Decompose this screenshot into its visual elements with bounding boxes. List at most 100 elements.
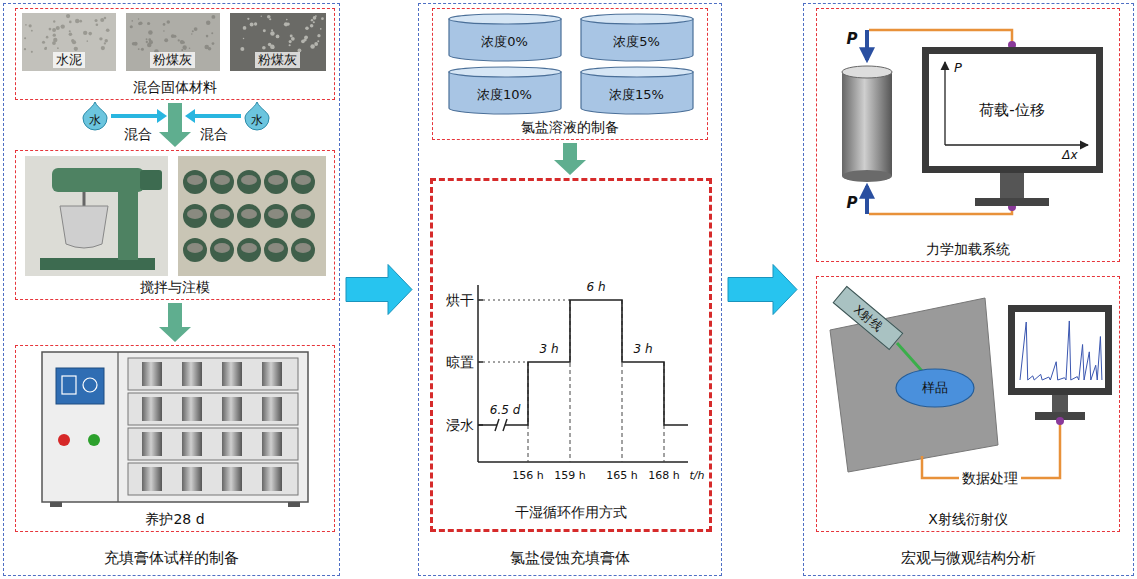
loading-rig	[865, 186, 869, 214]
material-photos	[29, 24, 32, 27]
material-photos	[130, 25, 133, 28]
curing-cabinet	[128, 428, 298, 460]
solution-beaker: 浓度0%	[448, 13, 562, 62]
solution-beaker-outline	[581, 14, 693, 24]
solution-beaker: 浓度10%	[448, 66, 562, 115]
duration-label-text: 3 h	[539, 342, 558, 356]
step-box: 搅拌与注模	[15, 150, 335, 300]
material-photos	[173, 35, 176, 38]
xray-tube: X射线	[832, 285, 903, 349]
sample-ellipse-outline	[896, 369, 974, 407]
duration-label: 3 h	[539, 343, 558, 357]
mould-photo	[187, 175, 203, 185]
material-photos	[192, 30, 194, 32]
material-photos	[261, 15, 262, 16]
material-photos	[57, 47, 59, 49]
flow-arrow	[159, 303, 191, 342]
axis-tick: 165 h	[606, 470, 637, 483]
sample-ellipse: 样品	[895, 368, 975, 408]
material-photos	[271, 46, 274, 49]
wire-label: 数据处理	[959, 470, 1021, 486]
flow-arrow	[554, 143, 586, 175]
monitor-screen-text: 荷载-位移	[979, 101, 1044, 119]
mould-photo	[268, 243, 284, 253]
material-photos	[320, 28, 322, 30]
solution-beaker-text: 浓度10%	[477, 87, 532, 103]
material-photos	[83, 31, 87, 35]
cycle-chart	[478, 300, 688, 425]
material-photos	[31, 30, 33, 32]
axis-title: P	[954, 61, 962, 76]
solution-beaker-outline	[449, 19, 561, 61]
mix-label-text: 混合	[124, 126, 152, 142]
axis-level: 浸水	[446, 417, 474, 433]
curing-cabinet	[128, 463, 298, 495]
material-photo-text: 粉煤灰	[150, 52, 195, 68]
material-photos	[276, 35, 280, 39]
material-photo-text: 粉煤灰	[255, 52, 300, 68]
curing-cabinet	[222, 432, 242, 456]
load-symbol-text: P	[847, 30, 858, 48]
axis-title-text: Δx	[1062, 148, 1077, 162]
mould-photo	[210, 238, 234, 262]
material-photos	[69, 32, 73, 36]
material-photos	[24, 37, 26, 39]
axis-title-text: P	[954, 60, 962, 75]
xrd-setup	[897, 343, 922, 371]
material-photos	[148, 30, 153, 35]
mixer-photo	[60, 206, 108, 248]
curing-cabinet	[182, 432, 202, 456]
solution-beaker-text: 浓度0%	[481, 34, 528, 50]
material-photos	[208, 47, 212, 51]
material-photos	[138, 48, 140, 50]
material-photos	[206, 35, 209, 38]
material-photos	[53, 20, 55, 22]
curing-cabinet	[42, 352, 308, 507]
mould-photo	[237, 170, 261, 194]
water-drop-outline	[83, 102, 107, 130]
material-photos	[53, 33, 56, 36]
mould-photo	[183, 238, 207, 262]
curing-cabinet	[262, 397, 282, 421]
mould-photo	[210, 238, 234, 262]
material-photos	[189, 47, 191, 49]
solution-beaker-outline	[581, 67, 693, 77]
material-photos	[167, 20, 171, 24]
mould-photo	[295, 243, 311, 253]
curing-cabinet	[222, 467, 242, 491]
material-photos	[95, 19, 98, 22]
axis-tick: 156 h	[512, 470, 543, 483]
mould-photo	[178, 156, 326, 276]
material-photos	[148, 38, 151, 41]
material-photos	[75, 19, 79, 23]
water-drop-text: 水	[89, 113, 101, 127]
curing-cabinet	[117, 352, 118, 502]
axis-level: 晾置	[446, 354, 474, 370]
duration-label-text: 3 h	[633, 342, 652, 356]
mould-photo	[264, 238, 288, 262]
material-photos	[262, 46, 266, 50]
material-photos	[191, 33, 193, 35]
curing-cabinet	[222, 362, 242, 386]
material-photo-text: 水泥	[53, 52, 85, 68]
mould-photo	[183, 170, 207, 194]
mould-photo	[214, 243, 230, 253]
material-photos	[243, 26, 247, 30]
mixer-photo	[25, 156, 168, 276]
material-photos	[104, 42, 106, 44]
material-photos	[106, 28, 110, 32]
loading-rig	[869, 30, 1012, 44]
mould-photo	[210, 204, 234, 228]
material-photos	[211, 15, 215, 19]
solution-beaker: 浓度5%	[580, 13, 694, 62]
material-photos	[301, 39, 305, 43]
material-photos	[22, 13, 326, 71]
material-photos	[178, 39, 180, 41]
mould-photo	[291, 170, 315, 194]
material-photos	[230, 13, 326, 71]
curing-cabinet	[128, 358, 298, 390]
curing-cabinet	[262, 432, 282, 456]
mould-photo	[264, 204, 288, 228]
curing-cabinet	[222, 397, 242, 421]
flow-arrow	[346, 265, 412, 315]
